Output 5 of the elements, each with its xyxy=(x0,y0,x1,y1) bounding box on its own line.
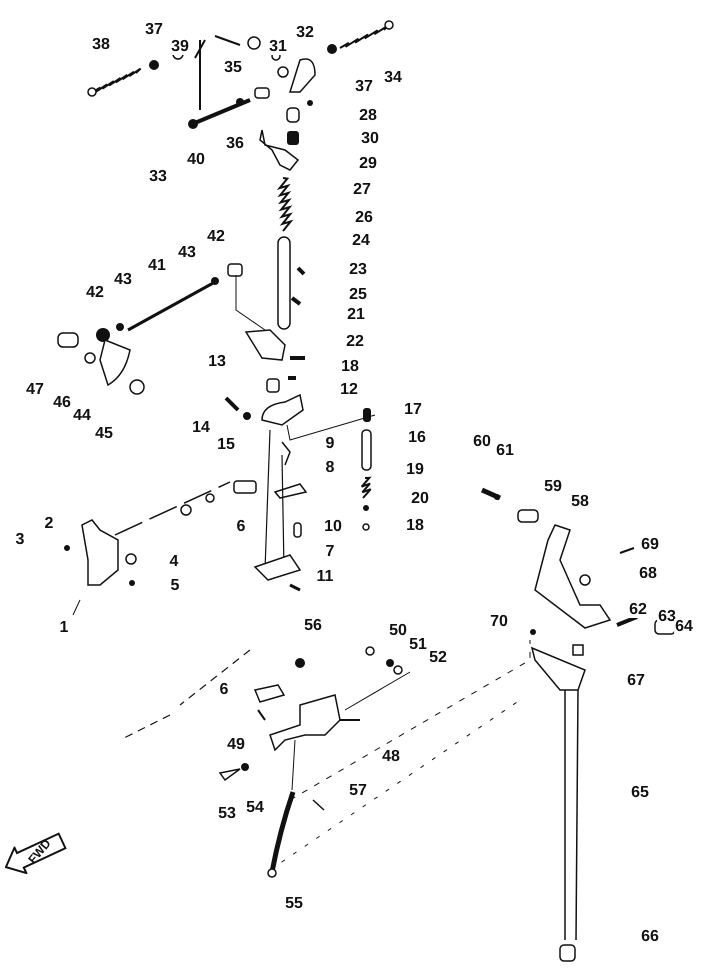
callout-number: 63 xyxy=(657,609,677,625)
callout-number: 64 xyxy=(674,619,694,635)
callout-number: 62 xyxy=(628,602,648,618)
callout-number: 39 xyxy=(170,39,190,55)
callout-number: 31 xyxy=(268,39,288,55)
